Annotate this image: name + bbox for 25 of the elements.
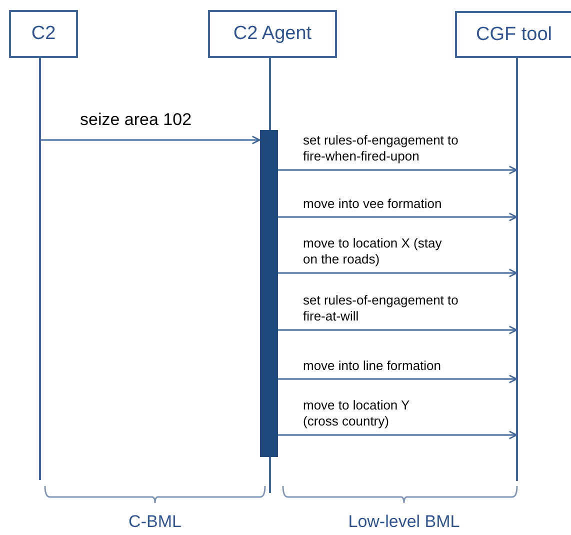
participant-name: CGF tool [476, 24, 552, 46]
lifeline [516, 58, 518, 481]
lifeline-head-box [208, 10, 337, 58]
message-arrow [278, 212, 518, 222]
message-label: move to location X (stay on the roads) [303, 236, 443, 268]
message-label: move to location Y (cross country) [303, 398, 410, 430]
bracket-label: Low-level BML [348, 512, 460, 532]
message-arrow [278, 430, 518, 440]
message-arrow [40, 136, 260, 144]
message-label: set rules-of-engagement to fire-at-will [303, 292, 460, 325]
message-arrow [278, 166, 518, 174]
message-arrow [278, 374, 518, 384]
participant-name: C2 Agent [233, 23, 312, 45]
participant-name: C2 [31, 23, 56, 45]
lifeline [39, 58, 41, 480]
message-arrow [278, 268, 518, 278]
message-arrow [278, 326, 518, 334]
activation-bar [260, 130, 278, 457]
message-label: seize area 102 [80, 108, 192, 130]
message-label: move into line formation [303, 358, 442, 374]
lifeline-head-box [455, 11, 571, 58]
lifeline-head-box [9, 10, 78, 58]
message-label: set rules-of-engagement to fire-when-fired-upon [303, 132, 460, 165]
message-label: move into vee formation [303, 196, 442, 212]
bracket-label: C-BML [128, 512, 182, 532]
